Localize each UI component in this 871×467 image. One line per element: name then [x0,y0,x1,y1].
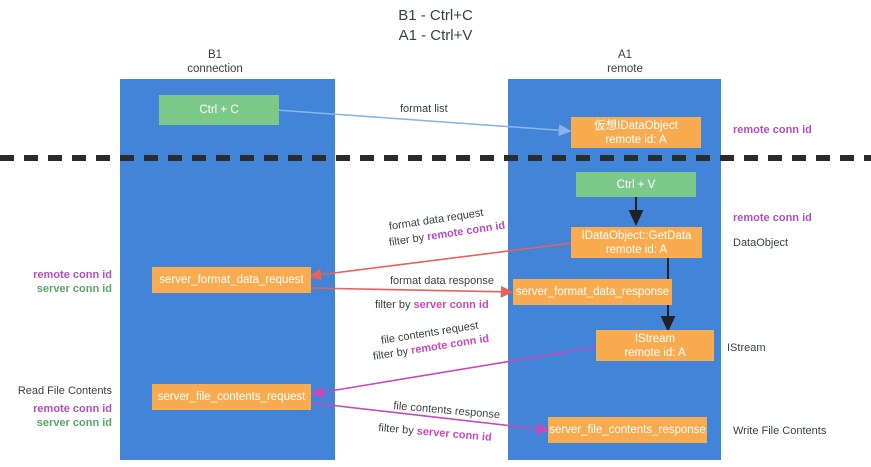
filter-prefix: filter by [377,421,418,438]
column-header-b1-name: B1 [207,49,223,61]
node-server-file-contents-request-label: server_file_contents_request [157,391,306,403]
node-server-format-data-response-label: server_format_data_response [515,286,670,298]
node-idataobject-getdata[interactable]: IDataObject::GetData remote id: A [571,227,702,258]
node-virtual-idataobject[interactable]: 仮想IDataObject remote id: A [571,117,701,148]
edge-format-data-response [309,285,514,298]
node-server-format-data-response[interactable]: server_format_data_response [513,279,672,305]
column-header-b1-sub: connection [187,63,243,75]
annotation-istream: IStream [727,342,766,354]
node-virtual-idataobject-label: 仮想IDataObject [594,119,678,132]
annotation-left-remote-conn-id-2: remote conn id [33,403,112,415]
node-server-file-contents-response-label: server_file_contents_response [549,424,706,436]
node-istream-sublabel: remote id: A [624,346,686,359]
annotation-write-file-contents: Write File Contents [733,425,827,437]
annotation-read-file-contents: Read File Contents [17,385,112,397]
node-server-format-data-request-label: server_format_data_request [159,274,304,286]
column-header-a1: A1 remote [565,48,685,76]
filter-prefix: filter by [375,299,414,311]
annotation-left-server-conn-id: server conn id [36,283,112,295]
annotation-remote-conn-id-top: remote conn id [733,124,812,136]
edge-format-data-request [308,242,573,281]
annotation-left-remote-conn-id: remote conn id [33,269,112,281]
diagram-title: B1 - Ctrl+C A1 - Ctrl+V [0,6,871,46]
edge-file-contents-response [311,402,550,435]
annotation-left-server-conn-id-2: server conn id [36,417,112,429]
node-idataobject-getdata-sublabel: remote id: A [605,243,668,256]
divider-dashed [0,155,871,161]
filter-key-server-conn-id: server conn id [413,299,489,311]
edge-label-format-list: format list [400,103,448,115]
edge-label-format-data-response: format data response [390,275,494,287]
node-server-file-contents-response[interactable]: server_file_contents_response [548,417,707,443]
column-header-b1: B1 connection [155,48,275,76]
column-header-a1-name: A1 [617,49,633,61]
edge-label-format-data-response-filter: filter by server conn id [375,298,489,312]
edge-format-list [275,109,572,137]
node-idataobject-getdata-label: IDataObject::GetData [581,229,692,242]
node-ctrl-c[interactable]: Ctrl + C [159,95,279,125]
node-ctrl-v[interactable]: Ctrl + V [576,172,696,197]
node-server-format-data-request[interactable]: server_format_data_request [152,267,311,293]
node-istream-label: IStream [634,332,676,345]
edge-file-contents-request [310,346,597,399]
diagram-title-line1: B1 - Ctrl+C [398,7,473,24]
node-istream[interactable]: IStream remote id: A [596,330,714,361]
node-ctrl-v-label: Ctrl + V [616,178,656,191]
node-ctrl-c-label: Ctrl + C [199,104,239,116]
annotation-dataobject: DataObject [733,237,789,249]
column-header-a1-sub: remote [607,63,643,75]
node-server-file-contents-request[interactable]: server_file_contents_request [152,384,311,410]
node-virtual-idataobject-sublabel: remote id: A [605,133,667,146]
annotation-remote-conn-id-mid: remote conn id [733,212,812,224]
diagram-title-line2: A1 - Ctrl+V [398,27,473,44]
